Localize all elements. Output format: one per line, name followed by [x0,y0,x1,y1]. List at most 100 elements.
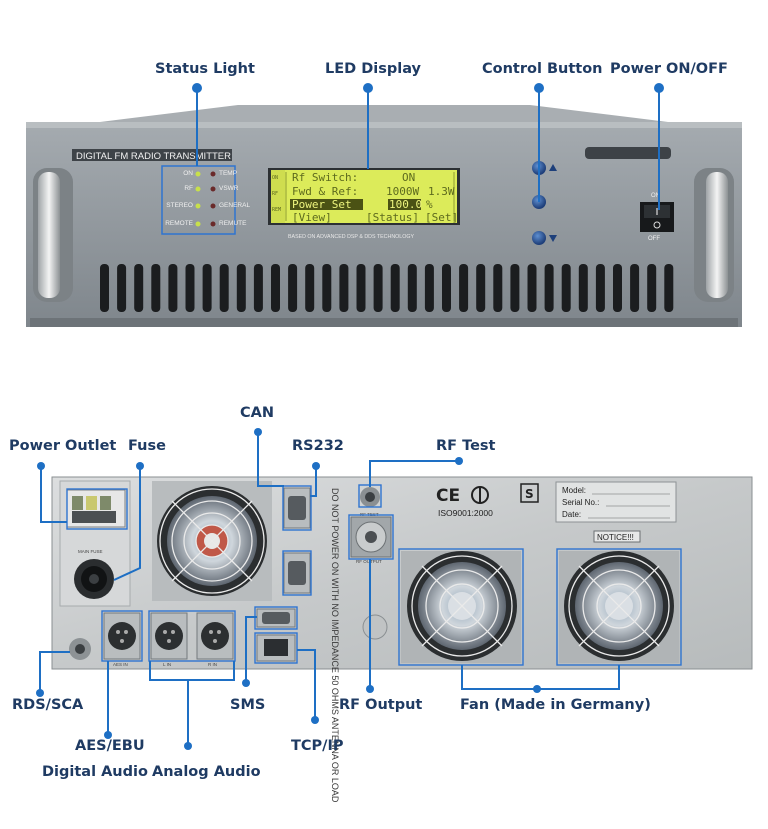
vent-slot [424,264,434,312]
rf-output-label: RF OUTPUT [356,559,382,564]
power-off-label: OFF [648,236,660,242]
vent-slot [185,264,195,312]
lcd-line-3-value: 100.0 [389,198,422,211]
rds-sca-connector [69,638,91,660]
lcd-rf-switch-label: Rf Switch: [292,171,359,184]
svg-text:ON: ON [272,175,278,181]
vent-slot [134,264,144,312]
led-right-2 [210,203,216,209]
led-label-left-3: REMOTE [165,220,193,227]
vent-slot [151,264,161,312]
lcd-fwd-value: 1000W [386,185,420,198]
vent-slot [322,264,332,312]
notice-plate [593,530,641,543]
model-label: Model: [562,486,586,495]
lcd-power-set-unit: % [426,198,433,211]
power-switch[interactable] [640,202,674,232]
fan-1 [401,551,521,663]
led-right-1 [210,186,216,192]
vent-slot [544,264,554,312]
rear-panel: MAIN FUSE DO NOT POWER ON WITH NO IMPEDA… [51,476,753,803]
svg-text:S: S [525,487,534,501]
led-label-right-1: VSWR [219,185,239,192]
callout-led-display: LED Display [325,61,422,77]
lcd-line-2-ref: 1.3W [428,185,455,198]
lcd-line-3-unit: % [426,198,433,211]
callout-can: CAN [240,405,274,421]
vent-slot [373,264,383,312]
led-left-1 [195,186,201,192]
warning-text: DO NOT POWER ON WITH NO IMPEDANCE 50 OHM… [330,488,340,803]
callout-sms: SMS [230,697,266,713]
led-label-right-3: REMUTE [219,220,247,227]
vent-slot [407,264,417,312]
vent-slot [476,264,486,312]
serial-label: Serial No.: [562,498,599,507]
vent-slot [390,264,400,312]
lcd-ref-value: 1.3W [428,185,455,198]
svg-text:CE: CE [436,486,460,506]
led-left-0 [195,171,201,177]
callout-rf-test: RF Test [436,438,496,454]
fuse-holder [74,559,114,599]
lcd-menu-view: [View] [292,211,332,224]
ce-mark: CE [436,486,489,506]
svg-text:RF: RF [272,191,278,197]
vent-slot [647,264,657,312]
lcd-highlight [290,199,363,210]
callout-rf-output: RF Output [339,697,423,713]
top-slot [585,147,671,159]
vent-slot [288,264,298,312]
lcd-power-set-value: 100.0 [389,198,423,211]
lcd-rf-switch-value: ON [402,171,416,184]
callout-power-switch: Power ON/OFF [610,61,728,77]
led-label-right-0: TEMP [219,170,238,177]
callout-rds-sca: RDS/SCA [12,697,84,713]
date-label: Date: [562,510,581,519]
led-left-3 [195,221,201,227]
vent-slot [613,264,622,312]
rf-test-connector [360,487,380,507]
callout-power-outlet: Power Outlet [9,438,117,454]
vent-slot [219,264,229,312]
led-label-left-2: STEREO [166,202,193,209]
lcd-line-2-fwd: 1000W [386,185,419,198]
vent-slot [510,264,520,312]
lcd-menu-status: [Status] [366,211,419,224]
up-arrow-icon [549,164,557,171]
vent-slot [630,264,640,312]
right-handle [694,168,734,302]
lcd-menu-set: [Set] [425,211,458,224]
led-left-2 [195,203,201,209]
xlr-connectors [103,612,234,660]
lcd-display: ON RF REM [268,168,460,225]
l-in-label: L IN [163,662,171,667]
vent-slot [664,264,674,312]
status-led-group [195,171,216,227]
callout-rs232: RS232 [292,438,344,454]
r-in-label: R IN [208,662,217,667]
sms-port [256,608,296,628]
down-button[interactable] [532,231,546,245]
vent-slot [339,264,349,312]
led-right-3 [210,221,216,227]
front-panel: DIGITAL FM RADIO TRANSMITTER ON RF REM B… [26,105,742,327]
vent-slot [459,264,469,312]
brand-text: DIGITAL FM RADIO TRANSMITTER [76,151,231,162]
rs232-port [283,552,311,594]
callout-analog-audio: Analog Audio [152,764,261,780]
svg-text:REM: REM [272,207,281,213]
callout-tcp-ip: TCP/IP [291,738,344,754]
fan-2 [559,551,679,663]
lcd-line-2: Fwd & Ref: [292,185,358,198]
left-fan [152,481,272,601]
led-label-right-2: GENERAL [219,202,251,209]
rear-callout-lines [39,432,620,746]
lcd-line-3: Power Set [292,198,352,211]
notice-text: NOTICE!!! [597,533,634,542]
model-plate [555,481,677,523]
front-vents [100,264,674,312]
power-on-label: ON [651,193,660,199]
lcd-power-set-label: Power Set [292,198,352,211]
status-light-frame [161,165,236,235]
